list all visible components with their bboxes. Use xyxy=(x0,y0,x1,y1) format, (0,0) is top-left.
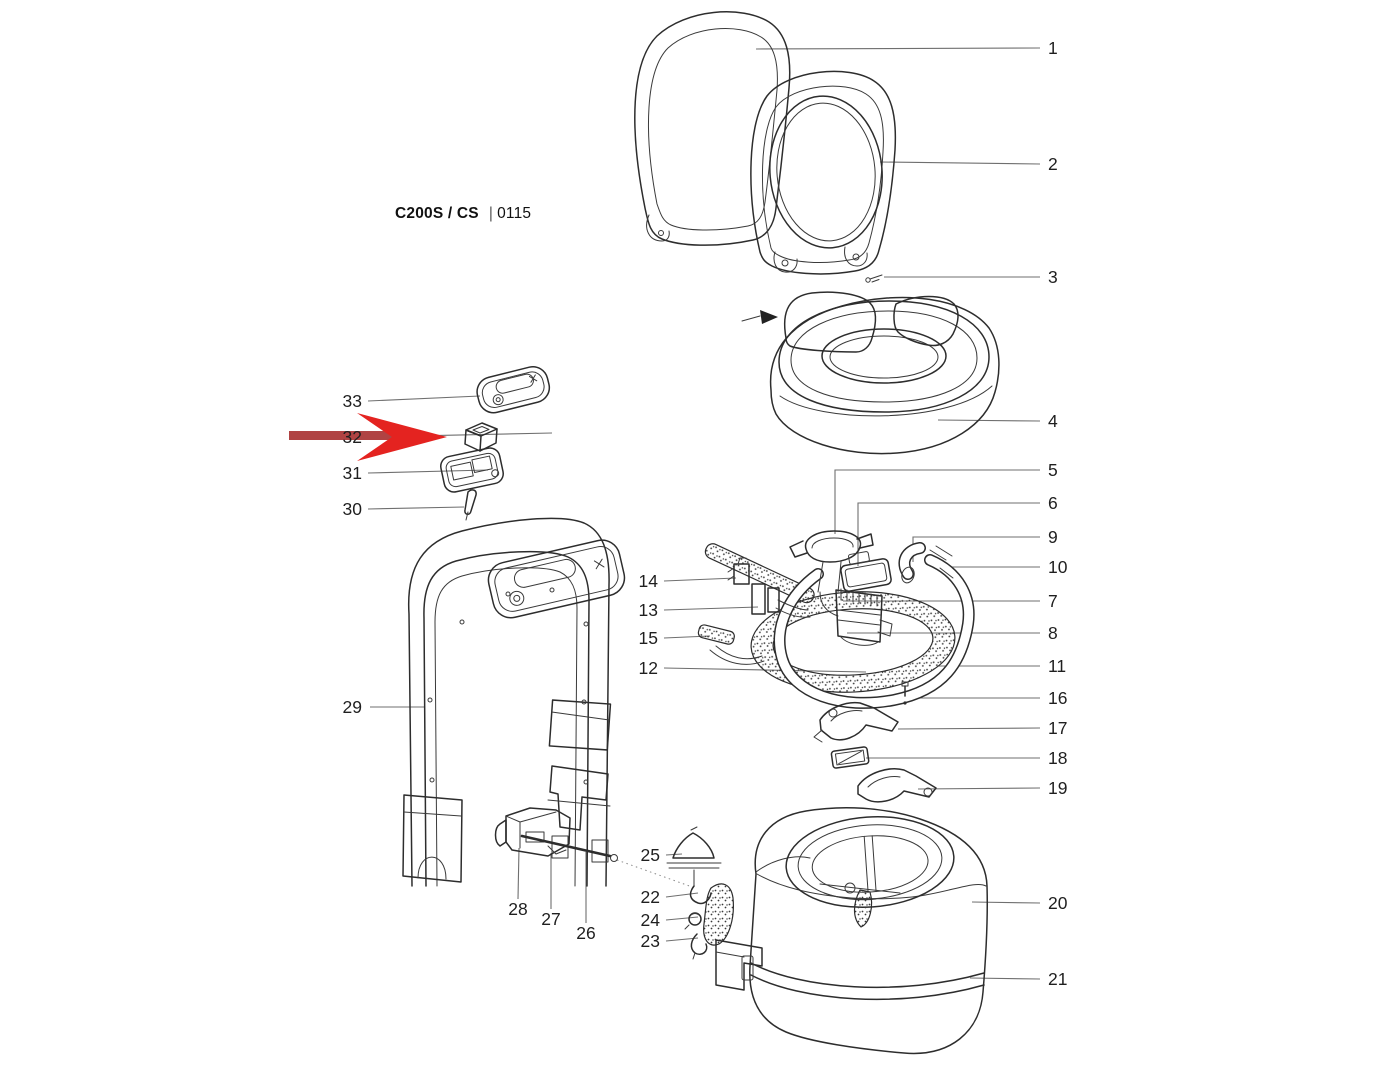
part-18-clip-drawing xyxy=(830,746,870,769)
part-13-clip-drawing xyxy=(751,583,811,618)
figure-code: C200S / CS |0115 xyxy=(395,205,531,223)
callout-label-2: 2 xyxy=(1048,154,1058,174)
callout-label-23: 23 xyxy=(641,931,660,951)
callout-label-32: 32 xyxy=(343,427,362,447)
part-32-button-drawing xyxy=(464,422,498,452)
part-31-switch-panel-drawing xyxy=(440,447,504,493)
model-code-text: C200S / CS xyxy=(395,205,479,222)
callout-label-8: 8 xyxy=(1048,623,1058,643)
part-15-bracket-drawing xyxy=(697,624,765,665)
callout-label-30: 30 xyxy=(343,499,363,519)
part-24-nut-drawing xyxy=(684,912,702,930)
callout-label-17: 17 xyxy=(1048,718,1067,738)
callout-label-27: 27 xyxy=(541,909,560,929)
callout-label-12: 12 xyxy=(639,658,658,678)
callout-label-22: 22 xyxy=(641,887,660,907)
callout-label-15: 15 xyxy=(639,628,658,648)
part-19-bracket-drawing xyxy=(857,768,937,803)
part-2-seat-drawing xyxy=(750,70,897,275)
callout-label-25: 25 xyxy=(641,845,660,865)
highlight-arrow-head-icon xyxy=(357,413,447,461)
callout-label-26: 26 xyxy=(576,923,595,943)
type-code-text: 0115 xyxy=(497,205,532,222)
callout-label-5: 5 xyxy=(1048,460,1058,480)
part-29-housing-drawing xyxy=(402,517,626,887)
part-27-28-bracket-drawing xyxy=(494,807,571,857)
part-7-pump-drawing xyxy=(835,588,893,646)
part-16-screw-drawing xyxy=(901,681,909,705)
part-26-rod-drawing xyxy=(520,834,618,862)
part-6-valve-block-drawing xyxy=(840,551,892,592)
part-25-cone-drawing xyxy=(666,826,722,887)
part-17-bracket-drawing xyxy=(813,701,899,743)
part-21-tank-seal-drawing xyxy=(741,955,985,1001)
highlight-arrow-shaft xyxy=(289,431,402,440)
highlight-arrow xyxy=(289,413,447,461)
part-23-hook-drawing xyxy=(690,933,708,960)
callout-label-33: 33 xyxy=(343,391,362,411)
callout-label-24: 24 xyxy=(641,910,661,930)
callout-label-14: 14 xyxy=(639,571,659,591)
part-1-lid-drawing xyxy=(634,11,791,246)
part-12-flush-conduit-drawing xyxy=(704,543,956,693)
callout-label-7: 7 xyxy=(1048,591,1058,611)
callout-label-16: 16 xyxy=(1048,688,1067,708)
part-33-cover-plate-drawing xyxy=(476,365,551,414)
part-14-clip-drawing xyxy=(727,557,750,585)
part-11-hose-drawing xyxy=(773,554,975,709)
callout-label-6: 6 xyxy=(1048,493,1058,513)
callout-label-20: 20 xyxy=(1048,893,1068,913)
callout-label-4: 4 xyxy=(1048,411,1058,431)
part-22-lever-drawing xyxy=(689,883,734,946)
callout-label-29: 29 xyxy=(343,697,362,717)
callout-label-10: 10 xyxy=(1048,557,1068,577)
part-3-screw-drawing xyxy=(865,274,883,283)
insert-direction-arrow-icon xyxy=(760,310,778,324)
callout-label-9: 9 xyxy=(1048,527,1058,547)
callout-label-11: 11 xyxy=(1048,656,1066,676)
part-30-pin-drawing xyxy=(464,489,477,521)
callout-label-21: 21 xyxy=(1048,969,1067,989)
callout-label-31: 31 xyxy=(343,463,362,483)
part-20-waste-tank-drawing xyxy=(715,806,989,1055)
callout-label-1: 1 xyxy=(1048,38,1058,58)
callout-label-28: 28 xyxy=(508,899,527,919)
callout-label-3: 3 xyxy=(1048,267,1058,287)
part-5-funnel-drawing xyxy=(789,530,874,617)
callout-labels: 1 2 3 4 5 6 9 10 7 8 11 16 17 18 19 20 2… xyxy=(343,38,1068,989)
separator-text: | xyxy=(488,205,494,222)
callout-label-18: 18 xyxy=(1048,748,1067,768)
callout-label-19: 19 xyxy=(1048,778,1067,798)
part-4-seat-base-drawing xyxy=(741,291,1000,455)
part-9-10-elbow-connector-drawing xyxy=(898,542,954,584)
callout-label-13: 13 xyxy=(639,600,658,620)
